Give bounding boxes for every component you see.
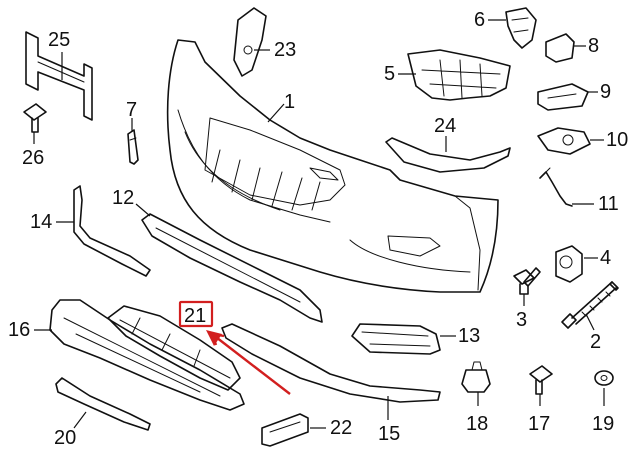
callout-15: 15 (378, 423, 400, 445)
highlight-21 (178, 300, 291, 395)
callout-9: 9 (600, 81, 611, 103)
part-26-screw (23, 103, 47, 133)
part-18-clip (461, 361, 491, 393)
callout-26: 26 (22, 147, 44, 169)
part-13-insert (351, 323, 441, 355)
part-17-screw (529, 365, 553, 395)
part-10-holder (537, 127, 591, 155)
callout-12: 12 (112, 187, 134, 209)
callout-23: 23 (274, 39, 296, 61)
part-bumper-cover (166, 39, 499, 293)
callout-17: 17 (528, 413, 550, 435)
callout-3: 3 (516, 309, 527, 331)
callout-13: 13 (458, 325, 480, 347)
callout-1: 1 (284, 91, 295, 113)
part-9-trim (537, 83, 589, 111)
part-2-bolt (561, 281, 619, 329)
callout-19: 19 (592, 413, 614, 435)
part-5-bracket (407, 49, 511, 101)
part-24-grille-trim (385, 137, 511, 173)
part-15-spoiler (221, 323, 441, 403)
callout-7: 7 (126, 99, 137, 121)
callout-20: 20 (54, 427, 76, 449)
part-25-mount (25, 31, 93, 121)
highlight-box (178, 300, 214, 328)
part-11-wire (539, 167, 573, 207)
callout-11: 11 (598, 193, 619, 215)
callout-5: 5 (384, 63, 395, 85)
part-23-bracket (233, 7, 267, 77)
callout-21: 21 (184, 305, 206, 327)
part-8-cap (545, 33, 575, 63)
part-12-strip (141, 213, 323, 323)
leader-lines (33, 19, 605, 429)
part-14-side-bracket (73, 185, 151, 277)
callout-16: 16 (8, 319, 30, 341)
callout-25: 25 (48, 29, 70, 51)
callout-4: 4 (600, 247, 611, 269)
part-20-trim-strip (55, 377, 151, 431)
part-3-screw (513, 267, 541, 295)
callout-18: 18 (466, 413, 488, 435)
part-22-plate (261, 413, 309, 447)
callout-14: 14 (30, 211, 52, 233)
callout-numbers: 1 2 3 4 5 6 7 8 9 10 11 12 13 14 15 16 1… (8, 9, 628, 449)
part-7-clip (127, 129, 139, 165)
callout-6: 6 (474, 9, 485, 31)
callout-22: 22 (330, 417, 352, 439)
highlight-arrowhead-icon (206, 330, 222, 346)
part-19-washer (594, 370, 614, 386)
part-16-undershield (49, 299, 245, 411)
callout-2: 2 (590, 331, 601, 353)
part-4-sensor (555, 245, 583, 283)
callout-24: 24 (434, 115, 456, 137)
highlight-arrow-shaft (211, 333, 291, 395)
callout-10: 10 (606, 129, 628, 151)
callout-8: 8 (588, 35, 599, 57)
part-21-deflector (107, 305, 241, 391)
part-6-bracket (505, 7, 537, 49)
